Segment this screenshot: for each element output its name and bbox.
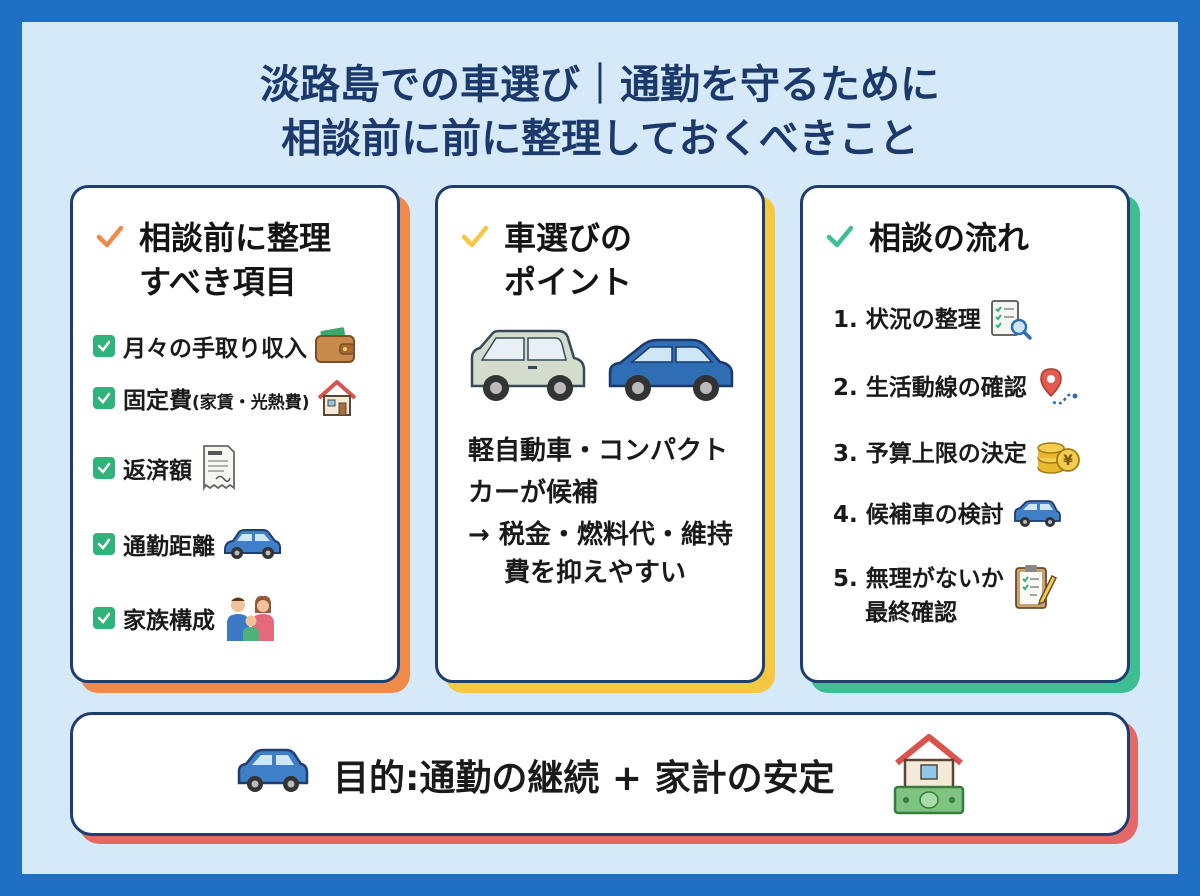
card-flow-heading-text: 相談の流れ (869, 219, 1030, 257)
step-item: 5. 無理がないか 最終確認 (833, 562, 1058, 630)
house-money-icon (893, 734, 965, 815)
checkbox-checked-icon (93, 335, 115, 357)
points-body-line-1: 軽自動車・コンパクト (468, 436, 729, 466)
yen-coins-icon: ¥ (1037, 442, 1080, 474)
map-pin-route-icon (1039, 368, 1078, 405)
item-label: 返済額 (123, 458, 192, 484)
family-icon (227, 595, 274, 641)
list-item: 通勤距離 (93, 524, 283, 564)
list-item: 家族構成 (93, 595, 281, 641)
wallet-icon (315, 327, 355, 363)
step-label: 5. 無理がないか 最終確認 (833, 562, 1004, 630)
bill-icon (203, 445, 235, 491)
card-prep-heading-line-1: 相談前に整理 (139, 219, 332, 257)
checkbox-checked-icon (93, 533, 115, 555)
item-label: 通勤距離 (123, 534, 215, 560)
kei-car-icon (470, 329, 586, 401)
car-icon (237, 748, 309, 792)
points-benefit: → 税金・燃料代・維持 費を抑えやすい (468, 516, 733, 592)
car-icon (1013, 500, 1061, 527)
step-label: 2. 生活動線の確認 (833, 375, 1027, 401)
step-item: 2. 生活動線の確認 (833, 366, 1079, 410)
points-body-line-2: カーが候補 (468, 478, 599, 508)
card-points-heading: 車選びの ポイント (461, 216, 633, 304)
list-item: 返済額 (93, 445, 238, 491)
checkbox-checked-icon (93, 607, 115, 629)
card-consult-flow: 相談の流れ 1. 状況の整理 2. 生活動線の確認 (800, 185, 1130, 683)
card-points-heading-line-2: ポイント (504, 263, 633, 301)
page-title: 淡路島での車選び｜通勤を守るために 相談前に前に整理しておくべきこと (22, 58, 1178, 166)
checkbox-checked-icon (93, 457, 115, 479)
check-icon (826, 225, 854, 248)
card-prep-heading-line-2: すべき項目 (139, 263, 297, 301)
step-label-line-1: 5. 無理がないか (833, 566, 1004, 592)
title-line-2: 相談前に前に整理しておくべきこと (281, 116, 919, 162)
card-points-heading-line-1: 車選びの (504, 219, 633, 257)
car-icon (224, 529, 281, 559)
item-label-note: (家賃・光熱費) (192, 393, 310, 413)
purpose-banner: 目的:通勤の継続 + 家計の安定 (70, 712, 1130, 836)
points-body: 軽自動車・コンパクト カーが候補 (468, 430, 728, 514)
item-label: 固定費(家賃・光熱費) (123, 381, 310, 415)
check-icon (96, 225, 124, 248)
list-item: 月々の手取り収入 (93, 326, 357, 366)
item-label-main: 固定費 (123, 388, 192, 414)
step-label: 4. 候補車の検討 (833, 502, 1004, 528)
item-label: 月々の手取り収入 (123, 336, 307, 362)
compact-car-icon (608, 338, 734, 401)
card-car-points: 車選びの ポイント 軽自動車・コンパクト カーが候補 → 税金・燃料代・維持 費… (435, 185, 765, 683)
checkbox-checked-icon (93, 387, 115, 409)
purpose-text: 目的:通勤の継続 + 家計の安定 (333, 758, 835, 799)
step-item: 3. 予算上限の決定 ¥ (833, 432, 1081, 476)
points-benefit-line-2: 費を抑えやすい (504, 558, 687, 588)
step-item: 4. 候補車の検討 (833, 498, 1062, 532)
checklist-search-icon (990, 300, 1032, 340)
card-prep-heading: 相談前に整理 すべき項目 (96, 216, 332, 304)
list-item: 固定費(家賃・光熱費) (93, 378, 358, 418)
house-icon (317, 380, 356, 416)
step-label: 3. 予算上限の決定 (833, 441, 1027, 467)
clipboard-pencil-icon (1014, 565, 1057, 609)
card-flow-heading: 相談の流れ (826, 216, 1030, 260)
card-prep-items: 相談前に整理 すべき項目 月々の手取り収入 固定費(家賃・光熱費) (70, 185, 400, 683)
title-line-1: 淡路島での車選び｜通勤を守るために (260, 62, 940, 108)
svg-text:¥: ¥ (1063, 453, 1073, 469)
step-label: 1. 状況の整理 (833, 307, 981, 333)
step-item: 1. 状況の整理 (833, 298, 1033, 342)
step-label-line-2: 最終確認 (865, 600, 957, 626)
item-label: 家族構成 (123, 608, 215, 634)
points-benefit-line-1: → 税金・燃料代・維持 (468, 520, 733, 550)
check-icon (461, 225, 489, 248)
